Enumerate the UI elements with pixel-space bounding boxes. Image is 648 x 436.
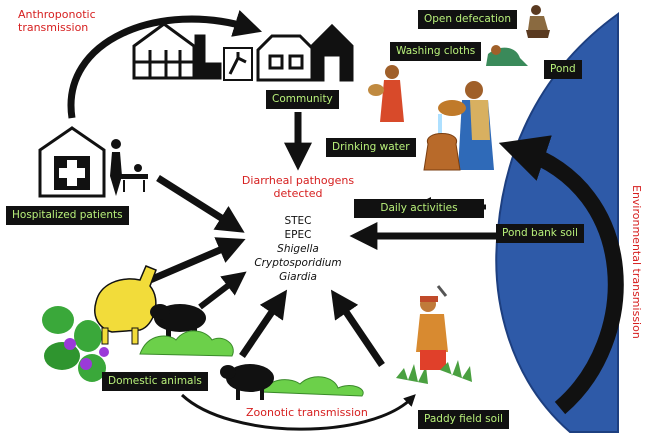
anthroponotic-transmission-label: Anthroponotic transmission (18, 8, 96, 34)
bush-illustration (139, 330, 234, 357)
arrow-paddy-to-center (330, 289, 385, 367)
pathogen-item: EPEC (285, 229, 312, 241)
environmental-transmission-label: Environmental transmission (630, 185, 643, 339)
pathogen-item: Shigella (277, 243, 319, 255)
drinking-water-woman-illustration (423, 81, 494, 171)
grass-illustration (261, 376, 364, 397)
cactus-illustration (42, 306, 109, 382)
daily-activities-label: Daily activities (354, 199, 484, 218)
environmental-transmission-arrow (498, 135, 624, 415)
center-title: Diarrheal pathogens detected (241, 174, 355, 200)
pathogen-item: Cryptosporidium (254, 257, 341, 269)
anthroponotic-transmission-arrow (67, 10, 263, 119)
domestic-animals-label: Domestic animals (102, 372, 208, 391)
hospitalized-patients-label: Hospitalized patients (6, 206, 129, 225)
cow-illustration (94, 265, 157, 345)
pathogen-item: STEC (284, 215, 311, 227)
hospital-illustration (38, 126, 148, 198)
pond-bank-soil-label: Pond bank soil (496, 224, 584, 243)
farmer-illustration (396, 285, 472, 384)
arrow-buffalo-to-center (198, 271, 247, 310)
drinking-water-label: Drinking water (326, 138, 416, 157)
arrow-sheep-to-center (239, 289, 288, 358)
community-houses-illustration (132, 22, 354, 82)
sheep-illustration (220, 364, 274, 400)
zoonotic-transmission-label: Zoonotic transmission (246, 406, 368, 419)
arrow-hospital-to-center (156, 175, 245, 233)
paddy-field-soil-label: Paddy field soil (418, 410, 509, 429)
washing-cloths-woman-illustration (368, 45, 528, 122)
zoonotic-transmission-arrow (180, 393, 416, 431)
open-defecation-figure-illustration (526, 5, 550, 38)
open-defecation-label: Open defecation (418, 10, 517, 29)
washing-cloths-label: Washing cloths (390, 42, 482, 61)
community-label: Community (266, 90, 339, 109)
pond-label: Pond (544, 60, 582, 79)
pathogen-item: Giardia (279, 271, 317, 283)
arrow-cow-to-center (141, 237, 246, 287)
